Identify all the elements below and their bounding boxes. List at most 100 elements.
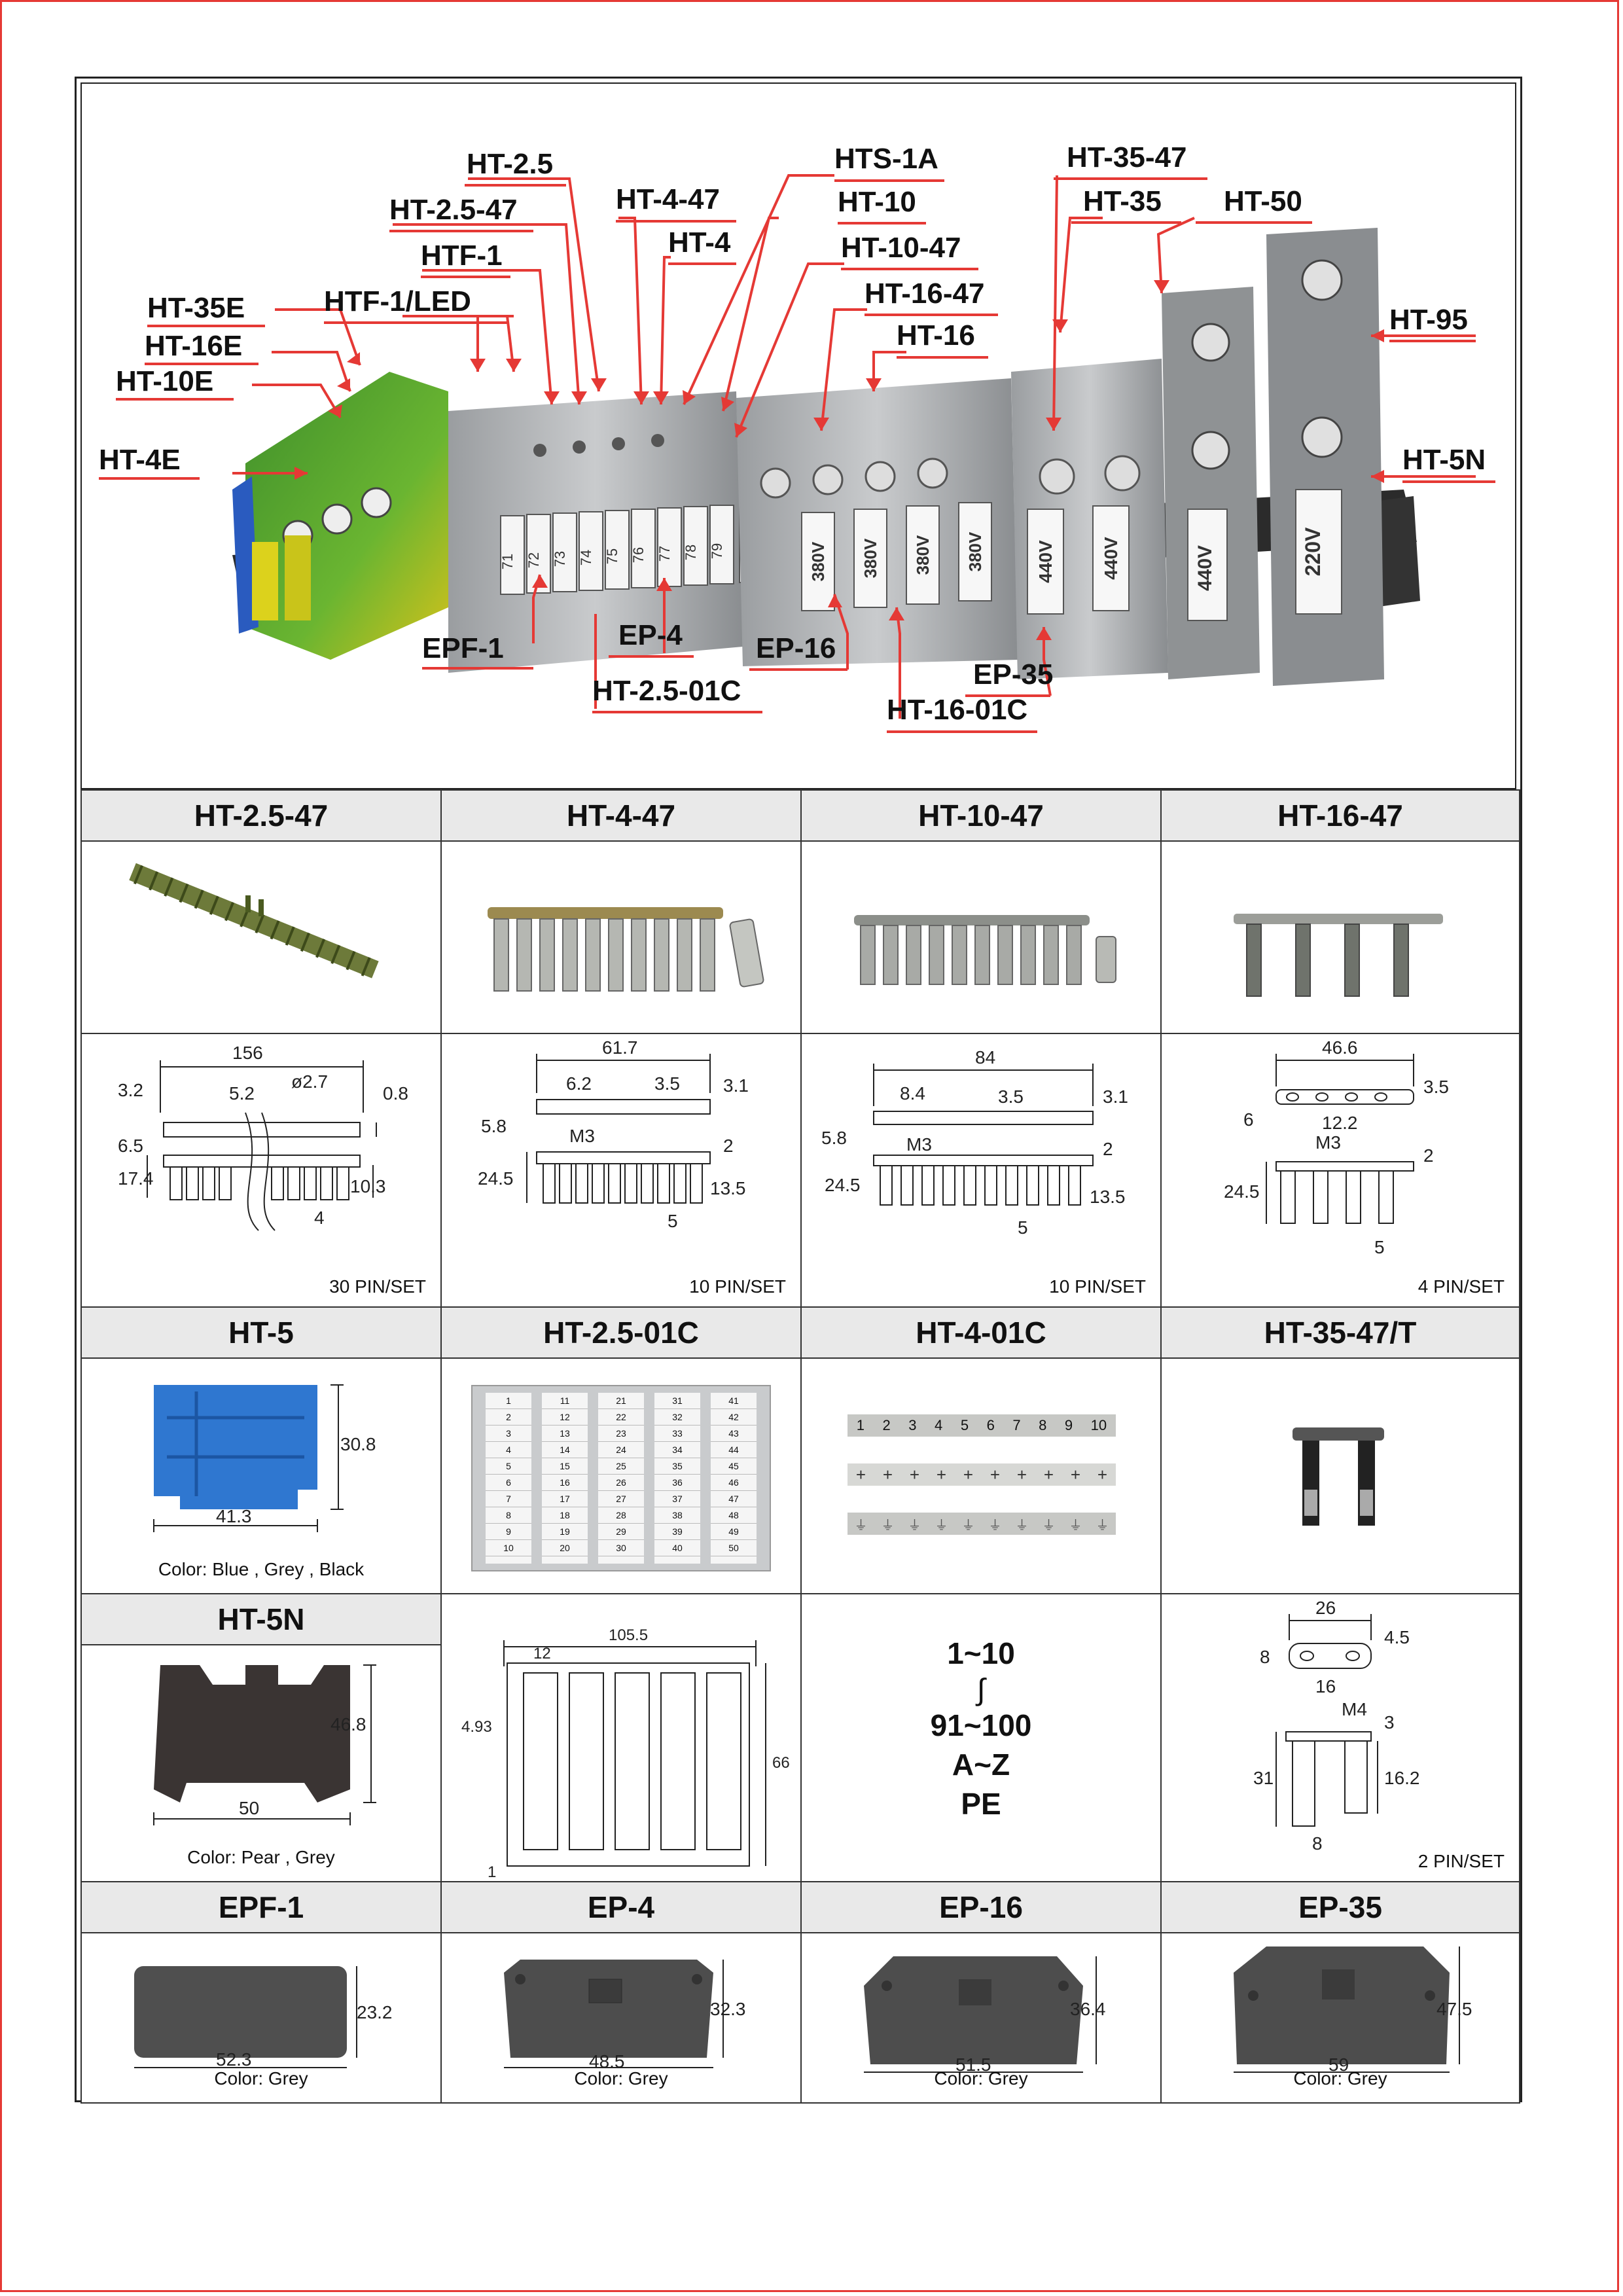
pin-set-caption: 10 PIN/SET <box>1049 1276 1146 1297</box>
marker-number: 34 <box>654 1442 700 1458</box>
marker-number: 18 <box>542 1507 588 1524</box>
callout-ht-2-5-47: HT-2.5-47 <box>389 194 518 226</box>
dim-m3: M3 <box>569 1126 595 1146</box>
marker-number: 12 <box>542 1409 588 1426</box>
product-epf-1: 23.2 52.3 Color: Grey <box>80 1932 442 2104</box>
callout-ht-10e: HT-10E <box>116 365 214 397</box>
dim-24-5: 24.5 <box>478 1168 514 1189</box>
bridge-jumper-photo <box>1234 914 1443 997</box>
marker-number: 32 <box>654 1409 700 1426</box>
drawing-ht-16-47: 46.6 3.5 12.2 6 M3 2 24.5 5 4 PIN/SET <box>1160 1033 1520 1308</box>
pin-set-caption: 30 PIN/SET <box>329 1276 426 1297</box>
marker-number: 39 <box>654 1524 700 1540</box>
marker-number: 36 <box>654 1475 700 1491</box>
product-ep-4: 32.3 48.5 Color: Grey <box>440 1932 802 2104</box>
marker-number: 48 <box>711 1507 757 1524</box>
dim-m3: M3 <box>906 1134 932 1155</box>
dim-3-5: 3.5 <box>654 1073 680 1094</box>
marker-number: 43 <box>711 1426 757 1442</box>
dim-ep16-width: 51.5 <box>955 2054 991 2074</box>
end-plate-photo: 36.4 51.5 <box>864 1956 1106 2075</box>
marker-number: 41 <box>711 1393 757 1409</box>
pin-set-caption: 10 PIN/SET <box>689 1276 786 1297</box>
grey-terminal-blocks-large: 440V 440V 440V 220V <box>1011 228 1384 686</box>
marker-number: 14 <box>542 1442 588 1458</box>
marker-number: 26 <box>598 1475 644 1491</box>
callout-ht-16-47: HT-16-47 <box>865 278 985 310</box>
callout-ht-2-5-01c: HT-2.5-01C <box>592 675 741 707</box>
dim-5-8: 5.8 <box>821 1128 847 1148</box>
dim-ep4-width: 48.5 <box>589 2051 625 2072</box>
marker-number: 16 <box>542 1475 588 1491</box>
marker-number: 23 <box>598 1426 644 1442</box>
callout-ht-95: HT-95 <box>1389 304 1468 336</box>
header-ep-4: EP-4 <box>440 1881 802 1933</box>
marker-75: 75 <box>604 548 620 564</box>
callout-ht-50: HT-50 <box>1224 185 1302 217</box>
marker-number: 3 <box>486 1426 531 1442</box>
marker-number: 42 <box>711 1409 757 1426</box>
end-plate-photo: 47.5 59 <box>1234 1946 1472 2075</box>
color-caption: Color: Blue , Grey , Black <box>158 1559 365 1579</box>
drawing-ht-2-5-01c: 105.5 12 4.93 66 1 <box>440 1593 802 1882</box>
marker-strip-plus: ++++++++++ <box>847 1463 1116 1486</box>
callout-ep-35: EP-35 <box>973 658 1054 691</box>
dim-ht5-height: 30.8 <box>340 1434 376 1454</box>
header-ht-4-01c: HT-4-01C <box>800 1306 1162 1359</box>
range-list: 1~10 ∫ 91~100 A~Z PE <box>802 1634 1160 1823</box>
marker-number: 7 <box>486 1491 531 1507</box>
callout-ht-35-47: HT-35-47 <box>1067 141 1187 173</box>
marker-number: 30 <box>598 1540 644 1556</box>
marker-number: 9 <box>486 1524 531 1540</box>
color-caption: Color: Grey <box>1293 2068 1387 2089</box>
callout-ht-10: HT-10 <box>838 186 916 218</box>
marker-72: 72 <box>526 552 542 568</box>
marker-number: 4 <box>486 1442 531 1458</box>
dim-4-5: 4.5 <box>1384 1627 1410 1647</box>
marker-number: 8 <box>486 1507 531 1524</box>
marker-380v-2: 380V <box>861 538 880 578</box>
product-ep-35: 47.5 59 Color: Grey <box>1160 1932 1520 2104</box>
dim-5-8: 5.8 <box>481 1116 507 1136</box>
assembly-illustration: 71 72 73 74 75 76 77 78 79 80 <box>99 174 1495 733</box>
dim-epf1-width: 52.3 <box>216 2049 252 2070</box>
strip-number: 8 <box>1039 1417 1047 1433</box>
dim-31: 31 <box>1253 1768 1274 1788</box>
callout-epf-1: EPF-1 <box>422 632 504 664</box>
marker-number: 49 <box>711 1524 757 1540</box>
earth-terminal-blocks <box>232 372 448 660</box>
bridge-jumper-photo <box>854 915 1116 985</box>
header-ht-5n: HT-5N <box>80 1593 442 1645</box>
dim-8: 8 <box>1312 1833 1323 1854</box>
dim-10-3: 10.3 <box>350 1176 386 1196</box>
marker-number: 37 <box>654 1491 700 1507</box>
marker-number: 13 <box>542 1426 588 1442</box>
callout-ht-4e: HT-4E <box>99 444 181 476</box>
dim-ep16-height: 36.4 <box>1070 1999 1106 2019</box>
callout-ht-4: HT-4 <box>668 226 731 259</box>
header-ep-16: EP-16 <box>800 1881 1162 1933</box>
strip-number: 7 <box>1012 1417 1021 1433</box>
dim-1: 1 <box>488 1863 496 1881</box>
marker-number: 47 <box>711 1491 757 1507</box>
drawing-ht-10-47: 84 8.4 3.5 3.1 5.8 M3 24.5 2 13.5 5 10 P… <box>800 1033 1162 1308</box>
callout-ht-35: HT-35 <box>1083 185 1162 217</box>
marker-number: 50 <box>711 1540 757 1556</box>
catalog-sheet: 71 72 73 74 75 76 77 78 79 80 <box>75 77 1522 2104</box>
marker-number: 40 <box>654 1540 700 1556</box>
dim-6-2: 6.2 <box>566 1073 592 1094</box>
range-integral-sign: ∫ <box>976 1672 986 1706</box>
marker-number: 21 <box>598 1393 644 1409</box>
callout-ht-16: HT-16 <box>897 319 975 351</box>
dim-17-4: 17.4 <box>118 1168 154 1189</box>
header-ht-5: HT-5 <box>80 1306 442 1359</box>
dimension-drawing: 84 8.4 3.5 3.1 5.8 M3 24.5 2 13.5 5 <box>821 1047 1128 1238</box>
dim-16-2: 16.2 <box>1384 1768 1420 1788</box>
dim-3-1: 3.1 <box>723 1075 749 1096</box>
